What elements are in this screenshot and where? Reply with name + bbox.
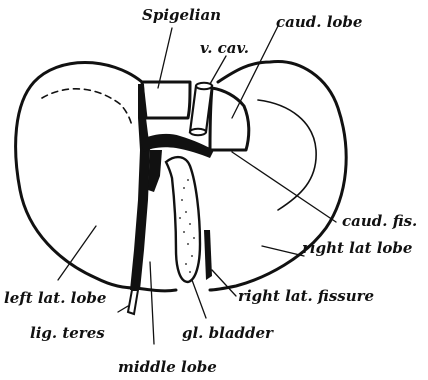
label-caudate-lobe: caud. lobe	[276, 13, 362, 31]
label-right-lateral-lobe: right lat lobe	[302, 239, 412, 257]
label-right-lateral-fissure: right lat. fissure	[238, 287, 374, 305]
left-lateral-lobe-outline	[16, 63, 142, 289]
ligamentum-teres-shape	[128, 290, 138, 314]
leader-middle-lobe	[150, 262, 154, 344]
middle-lobe-outline	[136, 288, 176, 291]
portal-fissure-arm	[148, 150, 162, 192]
label-spigelian: Spigelian	[142, 6, 221, 24]
label-vena-cava: v. cav.	[200, 39, 249, 57]
left-lobe-dashed-line	[42, 89, 132, 126]
label-ligamentum-teres: lig. teres	[30, 324, 105, 342]
spigelian-lobe-outline	[142, 82, 190, 118]
leader-ligamentum-teres	[118, 306, 128, 312]
leader-right-lateral-fissure	[212, 270, 236, 296]
label-caudate-fissure: caud. fis.	[342, 212, 417, 230]
leader-spigelian	[158, 28, 172, 88]
label-gall-bladder: gl. bladder	[182, 324, 274, 342]
leader-caudate-fissure	[232, 152, 336, 222]
label-left-lateral-lobe: left lat. lobe	[4, 289, 106, 307]
right-lobe-inner-contour	[258, 100, 316, 210]
gall-bladder-shape	[166, 157, 200, 282]
leader-left-lateral-lobe	[58, 226, 96, 280]
label-middle-lobe: middle lobe	[118, 358, 217, 376]
right-lateral-fissure-mark	[204, 230, 212, 280]
leader-gall-bladder	[192, 280, 206, 318]
leader-right-lateral-lobe	[262, 246, 304, 256]
